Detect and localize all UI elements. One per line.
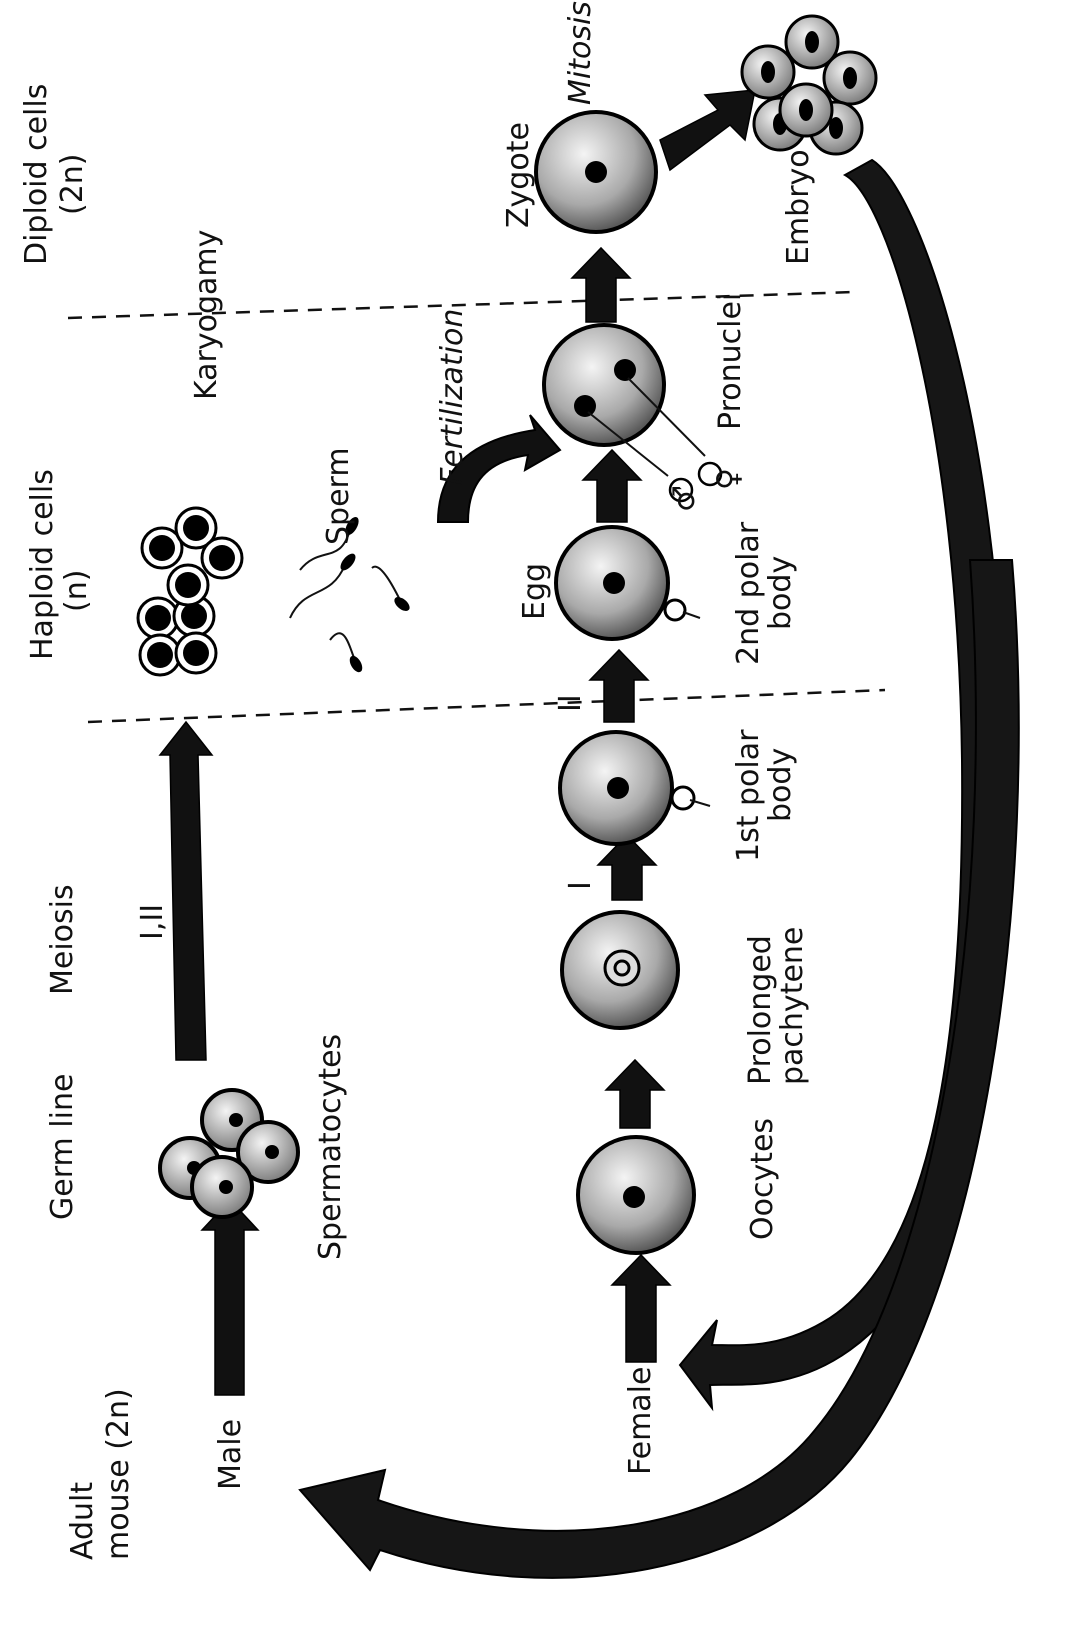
first-polar-body-label: body: [763, 748, 798, 822]
meiosis-II-arrow: [588, 648, 650, 723]
meiosis-I-II-label: I,II: [135, 904, 170, 940]
embryo-label: Embryo: [781, 149, 816, 265]
meiosis-divider: [87, 688, 886, 724]
second-polar-body-label: body: [763, 556, 798, 630]
prolonged-label: Prolonged: [743, 935, 778, 1085]
oocyte-cell: [576, 1135, 696, 1255]
male-meiosis-arrow: [158, 720, 214, 1061]
fertilized-egg-pronuclei: [542, 323, 723, 503]
haploid-spermatids: [136, 506, 244, 677]
first-polar-body-oocyte: [558, 730, 711, 846]
meiosis-header: Meiosis: [45, 884, 80, 995]
oocytes-label: Oocytes: [745, 1118, 780, 1240]
meiosis-I-arrow: [596, 833, 658, 901]
karyogamy-divider: [67, 290, 856, 320]
female-symbol: ♀: [711, 468, 746, 490]
second-polar-label: 2nd polar: [731, 521, 766, 665]
mitosis-label: Mitosis: [563, 1, 598, 105]
pronuclei-label: Pronuclei: [713, 293, 748, 430]
meiosis-II-label: II: [553, 694, 588, 712]
to-zygote-arrow: [570, 246, 632, 323]
diploid-cells-header-line2: (2n): [55, 153, 90, 215]
germ-line-header: Germ line: [45, 1074, 80, 1220]
female-label: Female: [623, 1367, 658, 1475]
zygote-label: Zygote: [501, 122, 536, 228]
zygote-cell: [534, 110, 658, 234]
male-label: Male: [213, 1419, 248, 1490]
first-polar-label: 1st polar: [731, 729, 766, 862]
oocyte-to-pachytene-arrow: [604, 1058, 666, 1129]
egg-to-fertilized-arrow: [581, 448, 643, 523]
pachytene-oocyte-cell: [560, 910, 680, 1030]
fertilization-arrow: [436, 414, 562, 523]
embryo-to-adult-arc: [298, 559, 1020, 1579]
pachytene-label: pachytene: [775, 927, 810, 1085]
haploid-cells-header-line2: (n): [59, 570, 94, 612]
sperm-label: Sperm: [321, 447, 356, 545]
embryo-cluster: [740, 14, 878, 156]
diploid-cells-header: Diploid cells: [19, 84, 54, 265]
male-symbol: ♂: [667, 485, 702, 512]
zygote-to-embryo-arrow: [659, 89, 756, 172]
female-to-oocyte-arrow: [610, 1253, 672, 1363]
fertilization-label: Fertilization: [435, 309, 470, 485]
egg-cell: [554, 525, 701, 641]
male-to-spermatocytes-arrow: [200, 1198, 260, 1396]
meiosis-I-label: I: [563, 881, 598, 890]
spermatocytes-cluster: [158, 1088, 300, 1219]
sperm-cells: [289, 516, 410, 673]
egg-label: Egg: [517, 563, 552, 620]
spermatocytes-label: Spermatocytes: [313, 1034, 348, 1260]
adult-mouse-label: Adult: [65, 1482, 100, 1560]
adult-mouse-label-line2: mouse (2n): [101, 1388, 136, 1560]
haploid-cells-header: Haploid cells: [25, 469, 60, 660]
